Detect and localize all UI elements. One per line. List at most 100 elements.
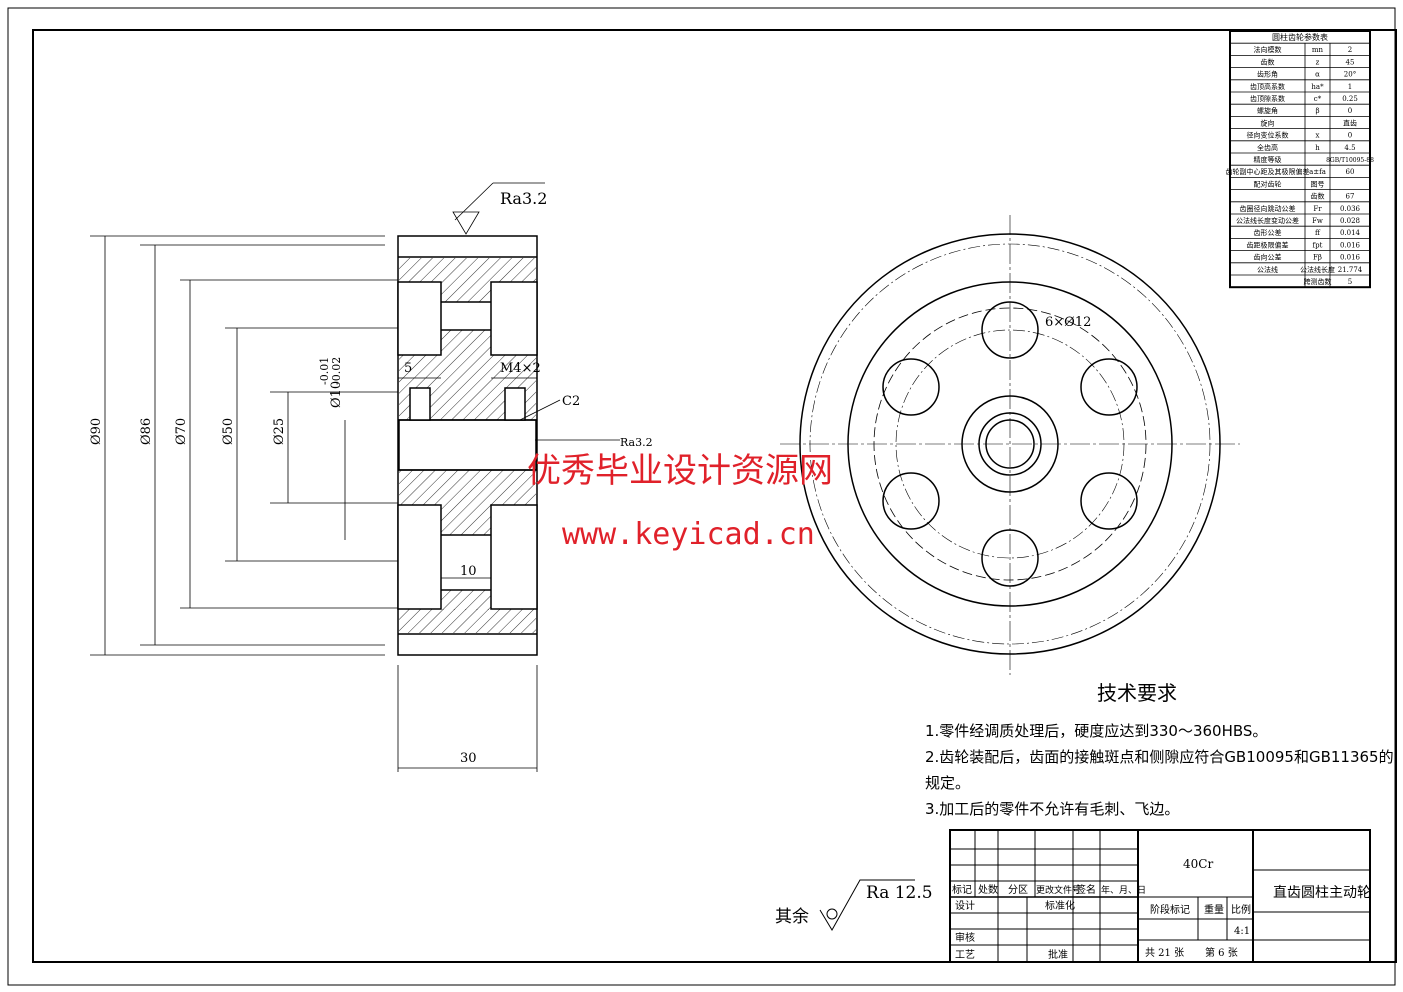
dim-d50: Ø50: [221, 418, 236, 445]
tb-material: 40Cr: [1183, 857, 1213, 871]
param-cell: 1: [1348, 83, 1352, 91]
tb-header: 分区: [1008, 884, 1028, 896]
param-cell: Fw: [1312, 217, 1323, 225]
param-cell: 跨测齿数: [1304, 277, 1332, 286]
param-cell: a±fa: [1309, 168, 1326, 176]
param-cell: h: [1315, 144, 1320, 152]
tol-lower: -0.02: [330, 357, 343, 385]
param-cell: 0.25: [1342, 95, 1358, 103]
param-cell: 直齿: [1343, 118, 1357, 127]
watermark-url: www.keyicad.cn: [562, 517, 815, 552]
param-cell: 齿形公差: [1254, 228, 1282, 237]
param-cell: 齿形角: [1257, 70, 1278, 79]
param-cell: 45: [1346, 58, 1355, 66]
param-cell: 配对齿轮: [1254, 179, 1282, 188]
param-cell: 旋向: [1261, 118, 1275, 127]
tb-header: 处数: [978, 883, 998, 896]
tb-stage: 阶段标记: [1150, 903, 1190, 916]
param-cell: 图号: [1311, 180, 1325, 188]
dim-d86: Ø86: [139, 418, 154, 445]
param-cell: Fr: [1313, 205, 1322, 213]
dim-chamfer: C2: [562, 394, 580, 409]
tol-upper: -0.01: [318, 357, 331, 385]
tb-header: 标记: [952, 884, 972, 896]
roughness-bore: Ra3.2: [620, 436, 653, 449]
param-cell: 0: [1348, 107, 1352, 115]
param-cell: 齿数: [1261, 57, 1275, 66]
front-view: [780, 215, 1240, 675]
param-cell: fpt: [1313, 241, 1323, 249]
param-cell: 法向模数: [1254, 45, 1282, 54]
param-cell: 0.036: [1340, 205, 1361, 213]
param-cell: 8GB/T10095-88: [1326, 157, 1374, 164]
param-cell: 齿顶高系数: [1250, 82, 1285, 91]
param-cell: 公法线长度: [1300, 265, 1335, 274]
tb-review: 审核: [955, 931, 975, 944]
tb-approve: 批准: [1048, 948, 1068, 961]
param-cell: 公法线: [1257, 265, 1278, 274]
page-border: [7, 7, 1396, 986]
tb-process: 工艺: [955, 949, 975, 961]
tb-weight: 重量: [1204, 903, 1224, 916]
param-cell: 齿距极限偏差: [1247, 240, 1289, 249]
param-cell: 0.016: [1340, 241, 1361, 249]
tech-req-item: 规定。: [925, 774, 971, 792]
tb-sheets: 共 21 张: [1145, 947, 1184, 959]
param-cell: 齿轮副中心距及其极限偏差: [1226, 167, 1310, 176]
tech-req-title: 技术要求: [1097, 681, 1177, 705]
tech-req-item: 3.加工后的零件不允许有毛刺、飞边。: [925, 800, 1180, 818]
tb-scale-label: 比例: [1231, 903, 1251, 916]
dim-d90: Ø90: [89, 418, 104, 445]
param-cell: 全齿高: [1257, 143, 1278, 152]
dim-30: 30: [460, 751, 477, 766]
tb-design: 设计: [955, 899, 975, 912]
param-cell: 齿向公差: [1254, 253, 1282, 262]
tb-part-name: 直齿圆柱主动轮: [1273, 884, 1371, 901]
dim-d70: Ø70: [174, 418, 189, 445]
dimension-lines: [90, 182, 620, 772]
param-cell: 齿数: [1311, 192, 1325, 201]
param-cell: 精度等级: [1254, 155, 1282, 164]
param-cell: 径向变位系数: [1247, 131, 1289, 140]
rest-roughness-label: 其余: [775, 907, 809, 927]
param-cell: β: [1315, 107, 1319, 115]
dim-holes: 6×Ø12: [1045, 315, 1091, 330]
rest-roughness-value: Ra 12.5: [866, 883, 933, 903]
param-cell: 螺旋角: [1257, 106, 1278, 115]
tech-req-item: 2.齿轮装配后，齿面的接触斑点和侧隙应符合GB10095和GB11365的: [925, 748, 1394, 766]
param-cell: ff: [1315, 229, 1321, 237]
tech-req-item: 1.零件经调质处理后，硬度应达到330～360HBS。: [925, 722, 1268, 740]
tb-header: 更改文件号: [1036, 884, 1081, 896]
tb-header: 年、月、日: [1101, 884, 1146, 896]
param-cell: 0.028: [1340, 217, 1360, 225]
param-cell: ha*: [1311, 83, 1324, 91]
dim-10: 10: [460, 564, 477, 579]
param-cell: 60: [1346, 168, 1355, 176]
param-cell: x: [1316, 132, 1320, 140]
param-cell: 2: [1348, 46, 1352, 54]
param-cell: 齿顶隙系数: [1250, 94, 1285, 103]
dim-d10: Ø10: [329, 381, 344, 408]
param-cell: 4.5: [1344, 144, 1355, 152]
tb-sheet: 第 6 张: [1205, 946, 1238, 959]
dim-d25: Ø25: [272, 418, 287, 445]
param-cell: 0.016: [1340, 254, 1361, 262]
param-cell: 0: [1348, 132, 1352, 140]
title-block: [949, 829, 1371, 963]
param-cell: c*: [1314, 95, 1322, 103]
watermark-cn: 优秀毕业设计资源网: [527, 451, 833, 491]
tb-header: 签名: [1076, 883, 1096, 896]
param-cell: 67: [1346, 193, 1355, 201]
param-cell: 0.014: [1340, 229, 1361, 237]
section-view: [397, 235, 538, 656]
param-cell: 公法线长度变动公差: [1236, 216, 1299, 225]
roughness-top: Ra3.2: [500, 189, 547, 208]
tb-scale: 4:1: [1234, 926, 1250, 937]
param-cell: 20°: [1344, 71, 1356, 79]
param-cell: mn: [1312, 46, 1324, 54]
dim-5: 5: [404, 361, 412, 376]
param-cell: α: [1315, 71, 1320, 79]
drawing-frame: [32, 29, 1397, 963]
